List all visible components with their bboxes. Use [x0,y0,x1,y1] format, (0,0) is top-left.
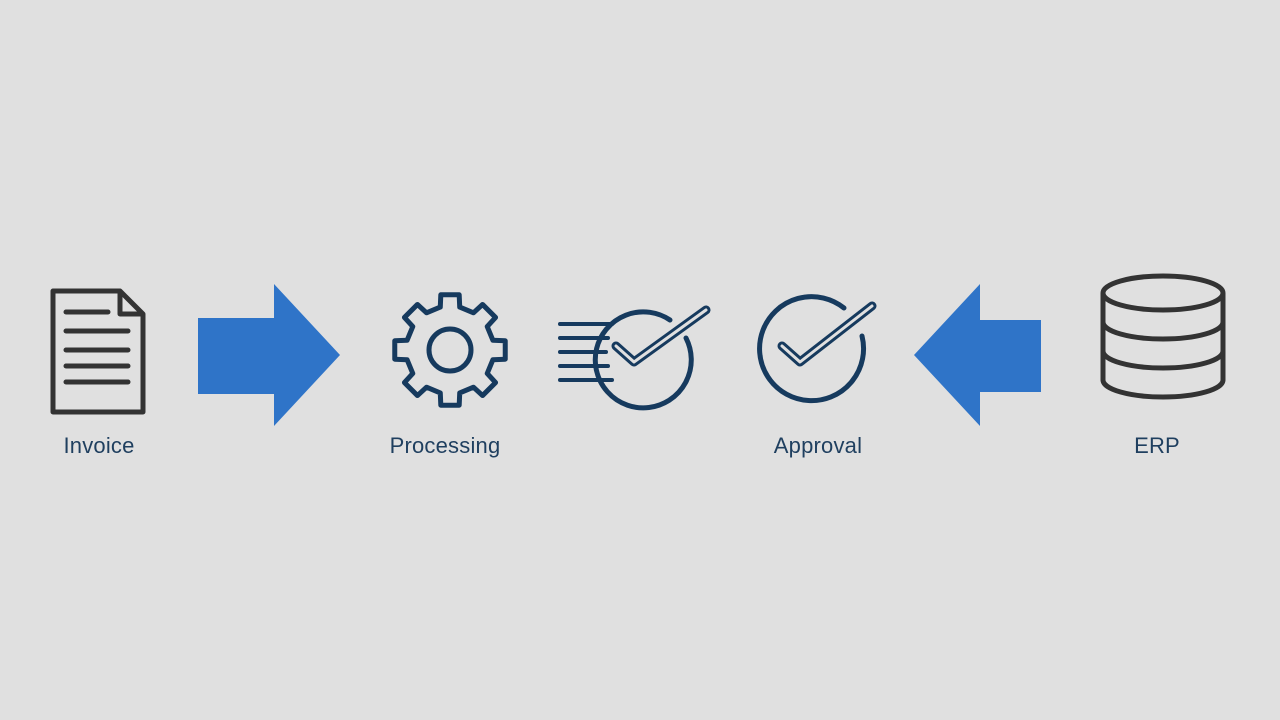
arrow-left-icon [914,284,1041,426]
document-icon [50,288,146,415]
gear-icon [392,292,508,408]
processing-label: Processing [389,433,501,458]
database-icon [1100,273,1226,400]
speed-check-icon [558,305,711,411]
approval-label: Approval [773,433,863,458]
arrow-right-icon [198,284,340,426]
gear-outline [392,292,508,408]
invoice-label: Invoice [63,433,135,458]
check-circle-icon [757,294,877,404]
erp-label: ERP [1134,433,1180,458]
